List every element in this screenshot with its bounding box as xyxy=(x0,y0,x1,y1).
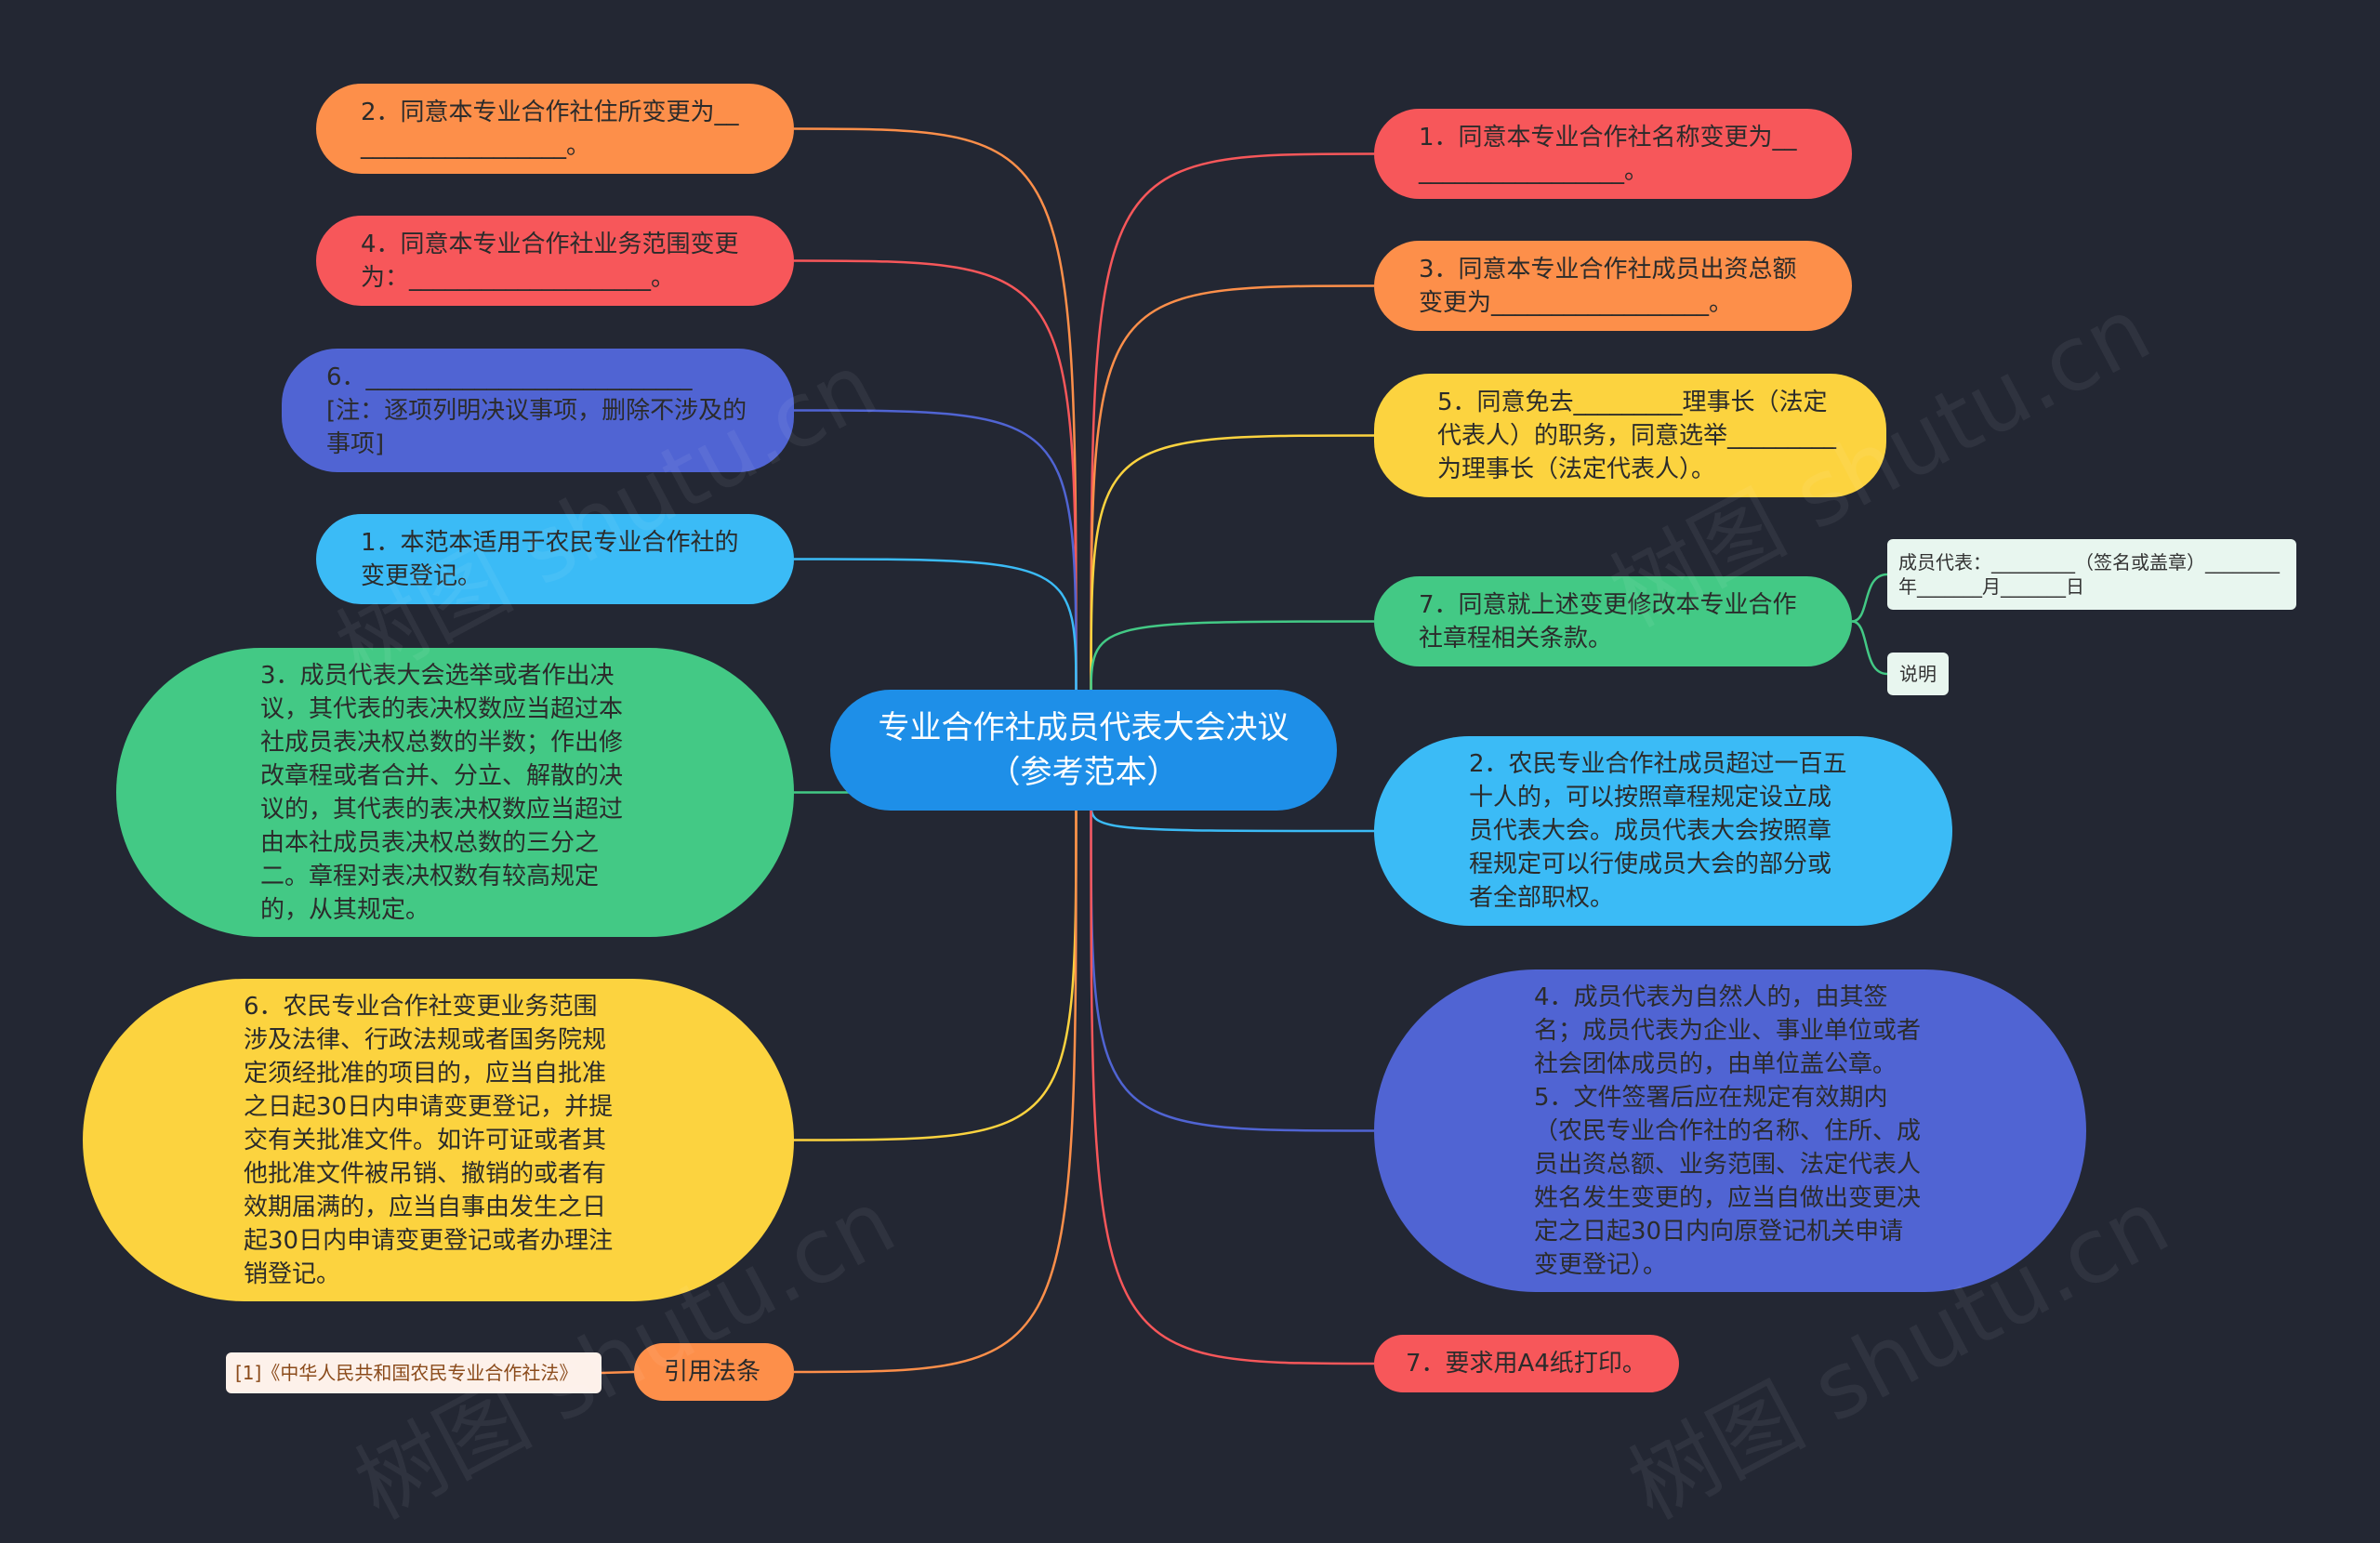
branch-label: 7．要求用A4纸打印。 xyxy=(1406,1350,1646,1378)
connector-l6 xyxy=(793,800,1078,1141)
connector-lines xyxy=(601,127,1888,1375)
note-subnode[interactable]: 说明 xyxy=(1887,653,1949,695)
branch-label: 6．农民专业合作社变更业务范围涉及法律、行政法规或者国务院规定须经批准的项目的，… xyxy=(244,992,614,1288)
law-reference-subnode[interactable]: [1]《中华人民共和国农民专业合作社法》 xyxy=(226,1352,602,1393)
branch-label: 6．___________________________[注：逐项列明决议事项… xyxy=(326,363,747,458)
branch-approval-rules[interactable]: 6．农民专业合作社变更业务范围涉及法律、行政法规或者国务院规定须经批准的项目的，… xyxy=(83,979,794,1301)
branch-capital-change[interactable]: 3．同意本专业合作社成员出资总额变更为__________________。 xyxy=(1374,241,1852,331)
connector-r7 xyxy=(1090,800,1375,1365)
branch-label: 4．成员代表为自然人的，由其签名；成员代表为企业、事业单位或者社会团体成员的，由… xyxy=(1534,983,1922,1279)
branch-label: 2．农民专业合作社成员超过一百五十人的，可以按照章程规定设立成员代表大会。成员代… xyxy=(1469,750,1847,912)
branch-signature-rules[interactable]: 4．成员代表为自然人的，由其签名；成员代表为企业、事业单位或者社会团体成员的，由… xyxy=(1374,969,2086,1292)
branch-director-change[interactable]: 5．同意免去_________理事长（法定代表人）的职务，同意选举_______… xyxy=(1374,374,1886,497)
branch-charter-amendment[interactable]: 7．同意就上述变更修改本专业合作社章程相关条款。 xyxy=(1374,576,1852,666)
connector-l7 xyxy=(793,800,1078,1374)
branch-label: 7．同意就上述变更修改本专业合作社章程相关条款。 xyxy=(1419,590,1797,653)
branch-label: 3．成员代表大会选举或者作出决议，其代表的表决权数应当超过本社成员表决权总数的半… xyxy=(260,661,624,924)
branch-cited-law[interactable]: 引用法条 xyxy=(634,1343,794,1401)
connector-r3 xyxy=(1090,434,1375,700)
mind-map-canvas: 专业合作社成员代表大会决议（参考范本） 2．同意本专业合作社住所变更为_____… xyxy=(83,84,2296,1539)
branch-label: 1．同意本专业合作社名称变更为___________________。 xyxy=(1419,123,1797,185)
branch-print-requirement[interactable]: 7．要求用A4纸打印。 xyxy=(1374,1335,1679,1392)
branch-business-scope-change[interactable]: 4．同意本专业合作社业务范围变更为：____________________。 xyxy=(316,216,794,306)
root-node[interactable]: 专业合作社成员代表大会决议（参考范本） xyxy=(830,690,1337,811)
branch-address-change[interactable]: 2．同意本专业合作社住所变更为___________________。 xyxy=(316,84,794,174)
branch-label: 2．同意本专业合作社住所变更为___________________。 xyxy=(361,98,739,160)
connector-signature xyxy=(1851,573,1888,623)
root-node-label: 专业合作社成员代表大会决议（参考范本） xyxy=(878,709,1289,791)
branch-label: 3．同意本专业合作社成员出资总额变更为__________________。 xyxy=(1419,255,1797,317)
branch-scope-note[interactable]: 1．本范本适用于农民专业合作社的变更登记。 xyxy=(316,514,794,604)
connector-law xyxy=(601,1370,635,1375)
signature-subnode[interactable]: 成员代表：_________（签名或盖章）________年_______月__… xyxy=(1887,539,2296,610)
branch-voting-rules[interactable]: 3．成员代表大会选举或者作出决议，其代表的表决权数应当超过本社成员表决权总数的半… xyxy=(116,648,794,937)
branch-label: 引用法条 xyxy=(664,1358,761,1386)
branch-label: 5．同意免去_________理事长（法定代表人）的职务，同意选举_______… xyxy=(1437,388,1837,483)
branch-other-resolutions[interactable]: 6．___________________________[注：逐项列明决议事项… xyxy=(282,349,794,472)
signature-subnode-label: 成员代表：_________（签名或盖章）________年_______月__… xyxy=(1898,551,2280,598)
note-subnode-label: 说明 xyxy=(1899,663,1937,685)
connector-l3 xyxy=(793,409,1078,700)
branch-representative-assembly[interactable]: 2．农民专业合作社成员超过一百五十人的，可以按照章程规定设立成员代表大会。成员代… xyxy=(1374,736,1952,926)
branch-name-change[interactable]: 1．同意本专业合作社名称变更为___________________。 xyxy=(1374,109,1852,199)
connector-r6 xyxy=(1090,800,1375,1132)
branch-label: 4．同意本专业合作社业务范围变更为：____________________。 xyxy=(361,230,739,292)
connector-l1 xyxy=(793,127,1078,700)
connector-note xyxy=(1851,620,1888,676)
branch-label: 1．本范本适用于农民专业合作社的变更登记。 xyxy=(361,528,739,590)
connector-r4 xyxy=(1090,620,1375,700)
connector-l2 xyxy=(793,259,1078,700)
connector-r1 xyxy=(1090,152,1375,700)
law-reference-label: [1]《中华人民共和国农民专业合作社法》 xyxy=(235,1362,578,1384)
connector-r2 xyxy=(1090,284,1375,700)
connector-l4 xyxy=(793,558,1078,700)
